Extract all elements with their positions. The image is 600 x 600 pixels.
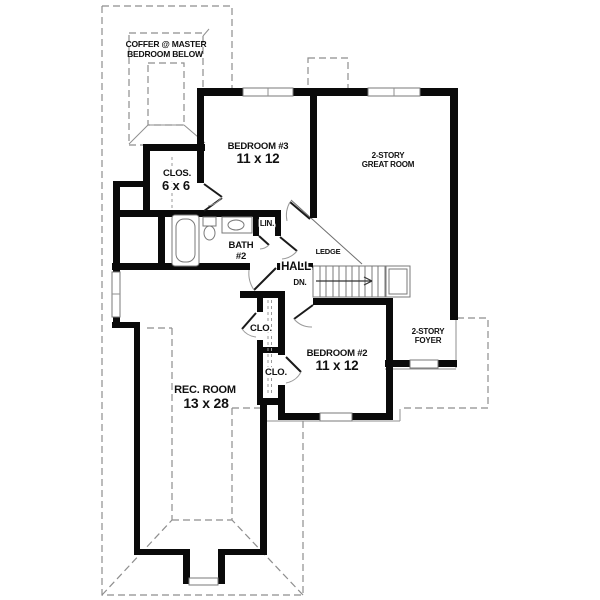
window-bedroom2 [319, 412, 353, 422]
label-coffer-line2: BEDROOM BELOW [127, 49, 204, 59]
lower-story-lines [267, 320, 457, 422]
labels: COFFER @ MASTER BEDROOM BELOW BEDROOM #3… [126, 39, 446, 411]
thin-lines [128, 28, 457, 422]
porch-outline-right [400, 317, 489, 409]
label-rec-room-dims: 13 x 28 [183, 395, 229, 411]
label-rec-room-name: REC. ROOM [174, 384, 236, 396]
door-bath [279, 236, 298, 252]
door-arc [241, 328, 257, 338]
door-arc [285, 371, 302, 384]
ledge-line [290, 199, 363, 265]
door-bedroom2 [293, 304, 314, 320]
coffer-inner-outline [147, 62, 185, 126]
door-arc [248, 269, 255, 291]
closet-rod-lines [267, 300, 272, 396]
door-closet2 [285, 356, 302, 373]
bath-fixtures [171, 214, 253, 267]
label-foyer-line2: FOYER [415, 336, 442, 345]
label-bedroom2-dims: 11 x 12 [316, 358, 359, 373]
windows [111, 87, 439, 586]
label-ledge: LEDGE [316, 247, 341, 256]
label-hall: HALL [281, 261, 311, 273]
label-closet6-dims: 6 x 6 [162, 178, 190, 193]
closet-rods [171, 157, 272, 396]
chimney-outline [307, 57, 349, 93]
door-bedroom3-hall [289, 201, 311, 220]
label-great-room-line2: GREAT ROOM [362, 160, 415, 169]
label-closet2: CLO. [265, 367, 287, 378]
coffer-corner-tick [202, 28, 210, 37]
door-arc [281, 250, 298, 260]
door-arc [259, 244, 270, 250]
label-foyer-line1: 2-STORY [412, 327, 446, 336]
doors [203, 183, 314, 384]
window-rec-room-bottom [188, 577, 219, 586]
label-bedroom3-dims: 11 x 12 [237, 151, 280, 166]
down-arrow-icon [316, 276, 373, 286]
stair-landing-inner [388, 268, 408, 295]
door-arc [293, 318, 313, 328]
label-great-room-line1: 2-STORY [372, 151, 406, 160]
label-closet1: CLO. [250, 323, 272, 334]
label-closet6-name: CLOS. [163, 168, 191, 179]
attic-knee-wall-lines [101, 327, 304, 596]
label-coffer-line1: COFFER @ MASTER [126, 39, 207, 49]
door-arc [207, 196, 223, 207]
sink [227, 219, 245, 231]
door-rec-room [253, 267, 277, 291]
label-bath-line2: #2 [236, 251, 246, 262]
coffer-splay-lines [128, 124, 206, 145]
label-bedroom2-name: BEDROOM #2 [307, 348, 368, 359]
staircase [312, 265, 411, 298]
stair-landing [385, 265, 411, 298]
window-foyer [409, 359, 439, 369]
label-stairs-down: DN. [293, 278, 306, 287]
door-bedroom3-closet [203, 183, 223, 212]
door-arc [285, 201, 291, 222]
label-linen: LIN. [260, 219, 274, 228]
door-closet1 [241, 312, 257, 330]
label-bedroom3-name: BEDROOM #3 [228, 141, 289, 152]
door-linen [258, 235, 270, 246]
toilet-tank [202, 216, 217, 227]
bathtub-inner [175, 218, 196, 263]
toilet-bowl [203, 225, 216, 241]
label-bath-line1: BATH [229, 240, 254, 251]
